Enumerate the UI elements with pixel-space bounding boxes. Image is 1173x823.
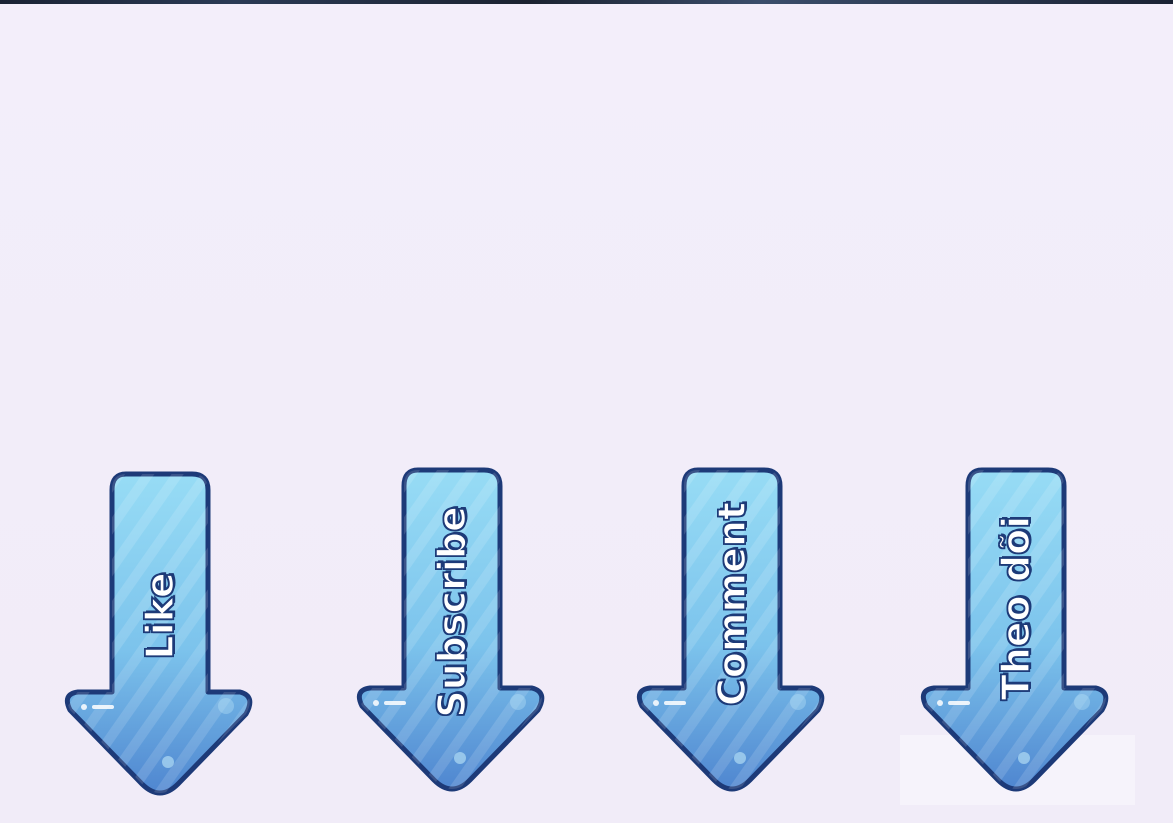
subscribe-arrow-button[interactable]: Subscribe bbox=[352, 466, 552, 801]
arrow-label: Subscribe bbox=[429, 505, 475, 718]
down-arrow-icon bbox=[64, 471, 253, 796]
arrow-label: Theo dõi bbox=[993, 515, 1039, 701]
down-arrow-icon bbox=[356, 467, 545, 792]
like-arrow-button[interactable]: Like bbox=[60, 466, 260, 801]
down-arrow-icon bbox=[636, 467, 825, 792]
comment-arrow-button[interactable]: Comment bbox=[632, 466, 832, 801]
arrow-label: Like bbox=[137, 572, 183, 661]
down-arrow-icon bbox=[920, 467, 1109, 792]
top-image-strip bbox=[0, 0, 1173, 4]
theo-doi-arrow-button[interactable]: Theo dõi bbox=[916, 466, 1116, 801]
arrow-label: Comment bbox=[709, 501, 755, 707]
